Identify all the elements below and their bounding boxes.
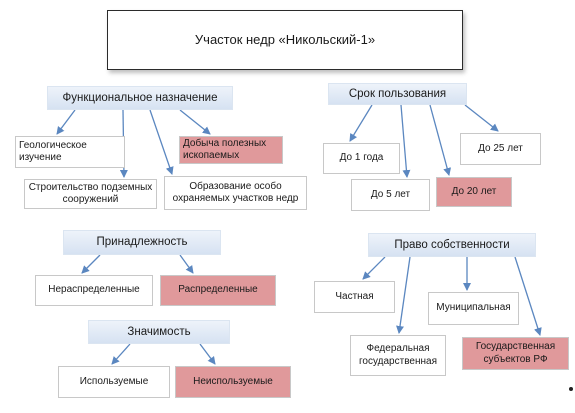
arrow-term-five-years <box>400 104 411 178</box>
node-term-1-year: До 1 года <box>323 143 400 174</box>
node-term-20-years: До 20 лет <box>436 177 512 207</box>
arrow-term-one-year <box>349 104 373 142</box>
node-term-5-years: До 5 лет <box>351 179 430 211</box>
node-used: Используемые <box>58 366 170 398</box>
arrow-term-twenty-years <box>429 104 452 176</box>
arrow-affiliation-undistributed <box>81 254 101 274</box>
arrow-ownership-private <box>362 256 386 280</box>
arrow-ownership-federal <box>396 256 411 334</box>
node-distributed: Распределенные <box>160 275 276 306</box>
node-unused: Неиспользуемые <box>175 366 291 398</box>
term-of-use-header: Срок пользования <box>328 83 467 105</box>
ownership-header: Право собственности <box>368 233 536 257</box>
arrow-significance-unused <box>199 343 216 365</box>
arrow-functional-protected <box>149 109 174 175</box>
arrow-significance-used <box>111 343 131 365</box>
node-undistributed: Нераспределенные <box>35 275 153 306</box>
node-mineral-extraction: Добыча полезных ископаемых <box>179 136 283 164</box>
node-term-25-years: До 25 лет <box>460 133 541 165</box>
arrow-ownership-regional <box>514 256 542 336</box>
node-protected-areas: Образование особо охраняемых участков не… <box>164 176 307 210</box>
affiliation-header: Принадлежность <box>63 230 221 255</box>
node-regional: Государственная субъектов РФ <box>462 337 569 370</box>
significance-header: Значимость <box>88 320 230 344</box>
arrow-term-twentyfive-years <box>464 104 499 132</box>
arrow-affiliation-distributed <box>179 254 194 274</box>
node-federal: Федеральная государственная <box>350 335 446 376</box>
node-municipal: Муниципальная <box>428 292 519 325</box>
node-underground-construction: Строительство подземных сооружений <box>24 179 157 209</box>
node-private: Частная <box>314 281 395 313</box>
node-geological-study: Геологическое изучение <box>15 136 125 168</box>
functional-purpose-header: Функциональное назначение <box>47 86 233 110</box>
arrow-functional-mining <box>179 109 211 135</box>
bullet-dot <box>569 387 573 391</box>
arrow-functional-geological <box>56 109 76 135</box>
diagram-title: Участок недр «Никольский-1» <box>107 10 463 70</box>
